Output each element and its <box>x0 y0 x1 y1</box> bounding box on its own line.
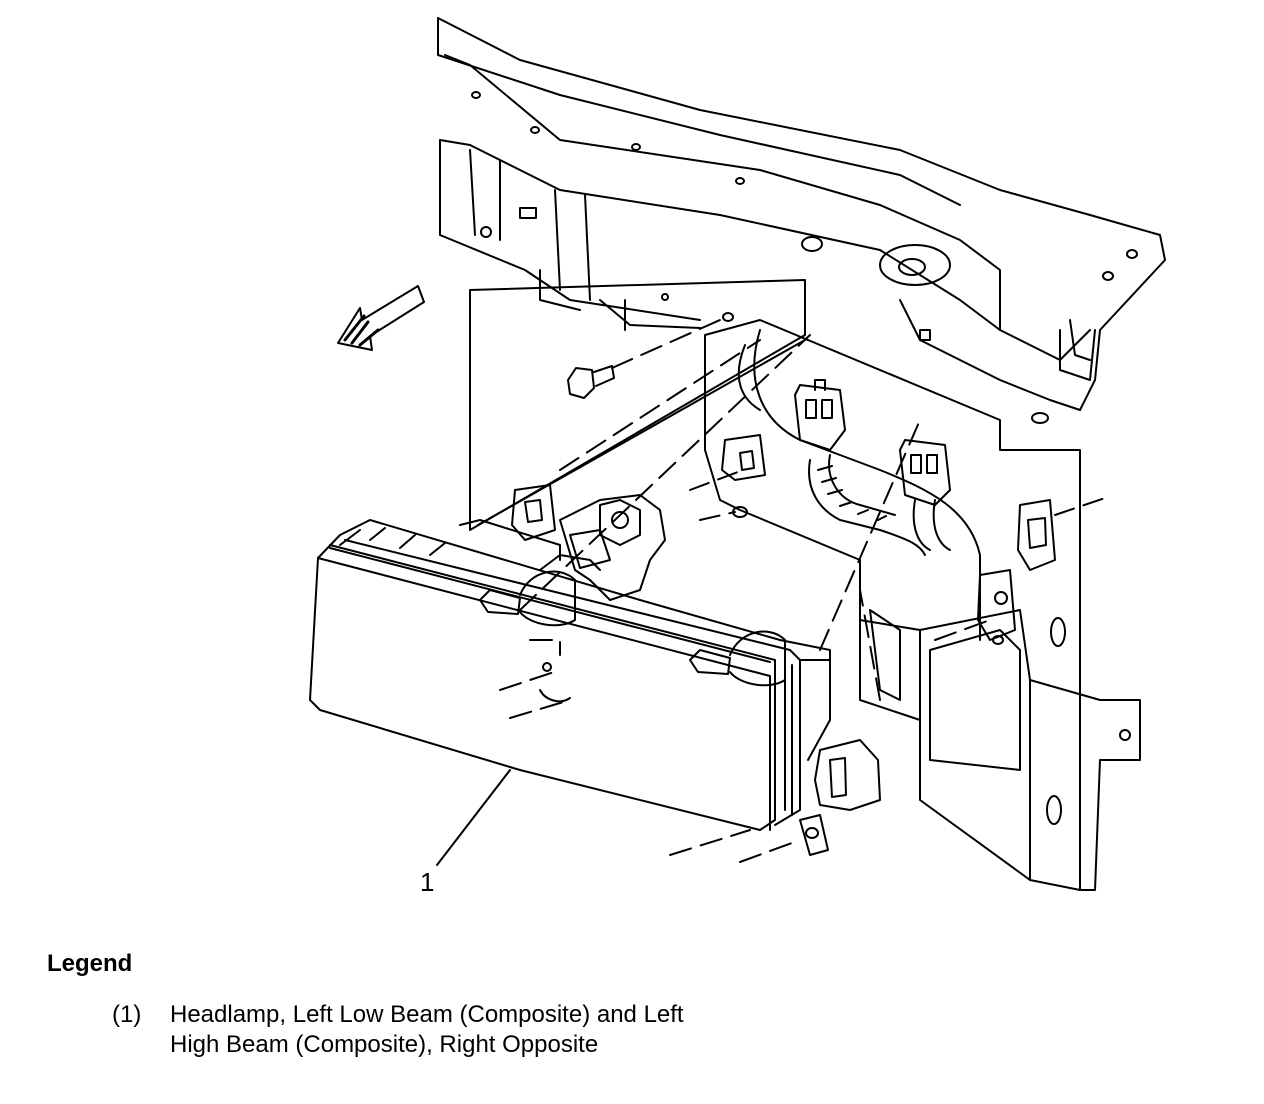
legend-item-number: (1) <box>112 1001 142 1028</box>
wiring-harness <box>808 454 951 556</box>
front-direction-arrow <box>337 285 425 351</box>
legend-title: Legend <box>47 950 133 977</box>
mounting-panel <box>469 279 1141 891</box>
headlamp-diagram: 1 <box>309 17 1166 897</box>
alignment-lines <box>477 334 991 863</box>
mounting-clip <box>689 434 1106 641</box>
headlamp-assembly <box>309 484 881 856</box>
callout-label: 1 <box>420 867 434 897</box>
harness-connector <box>794 379 846 451</box>
radiator-support <box>437 17 1166 424</box>
callout-1: 1 <box>420 769 511 897</box>
legend-list: (1) Headlamp, Left Low Beam (Composite) … <box>112 1000 812 1060</box>
mounting-bolt <box>567 312 734 399</box>
callout-leader <box>436 769 511 866</box>
legend-item-text: Headlamp, Left Low Beam (Composite) and … <box>170 1001 684 1058</box>
harness-connector <box>899 439 951 506</box>
legend-item: (1) Headlamp, Left Low Beam (Composite) … <box>112 1000 812 1060</box>
